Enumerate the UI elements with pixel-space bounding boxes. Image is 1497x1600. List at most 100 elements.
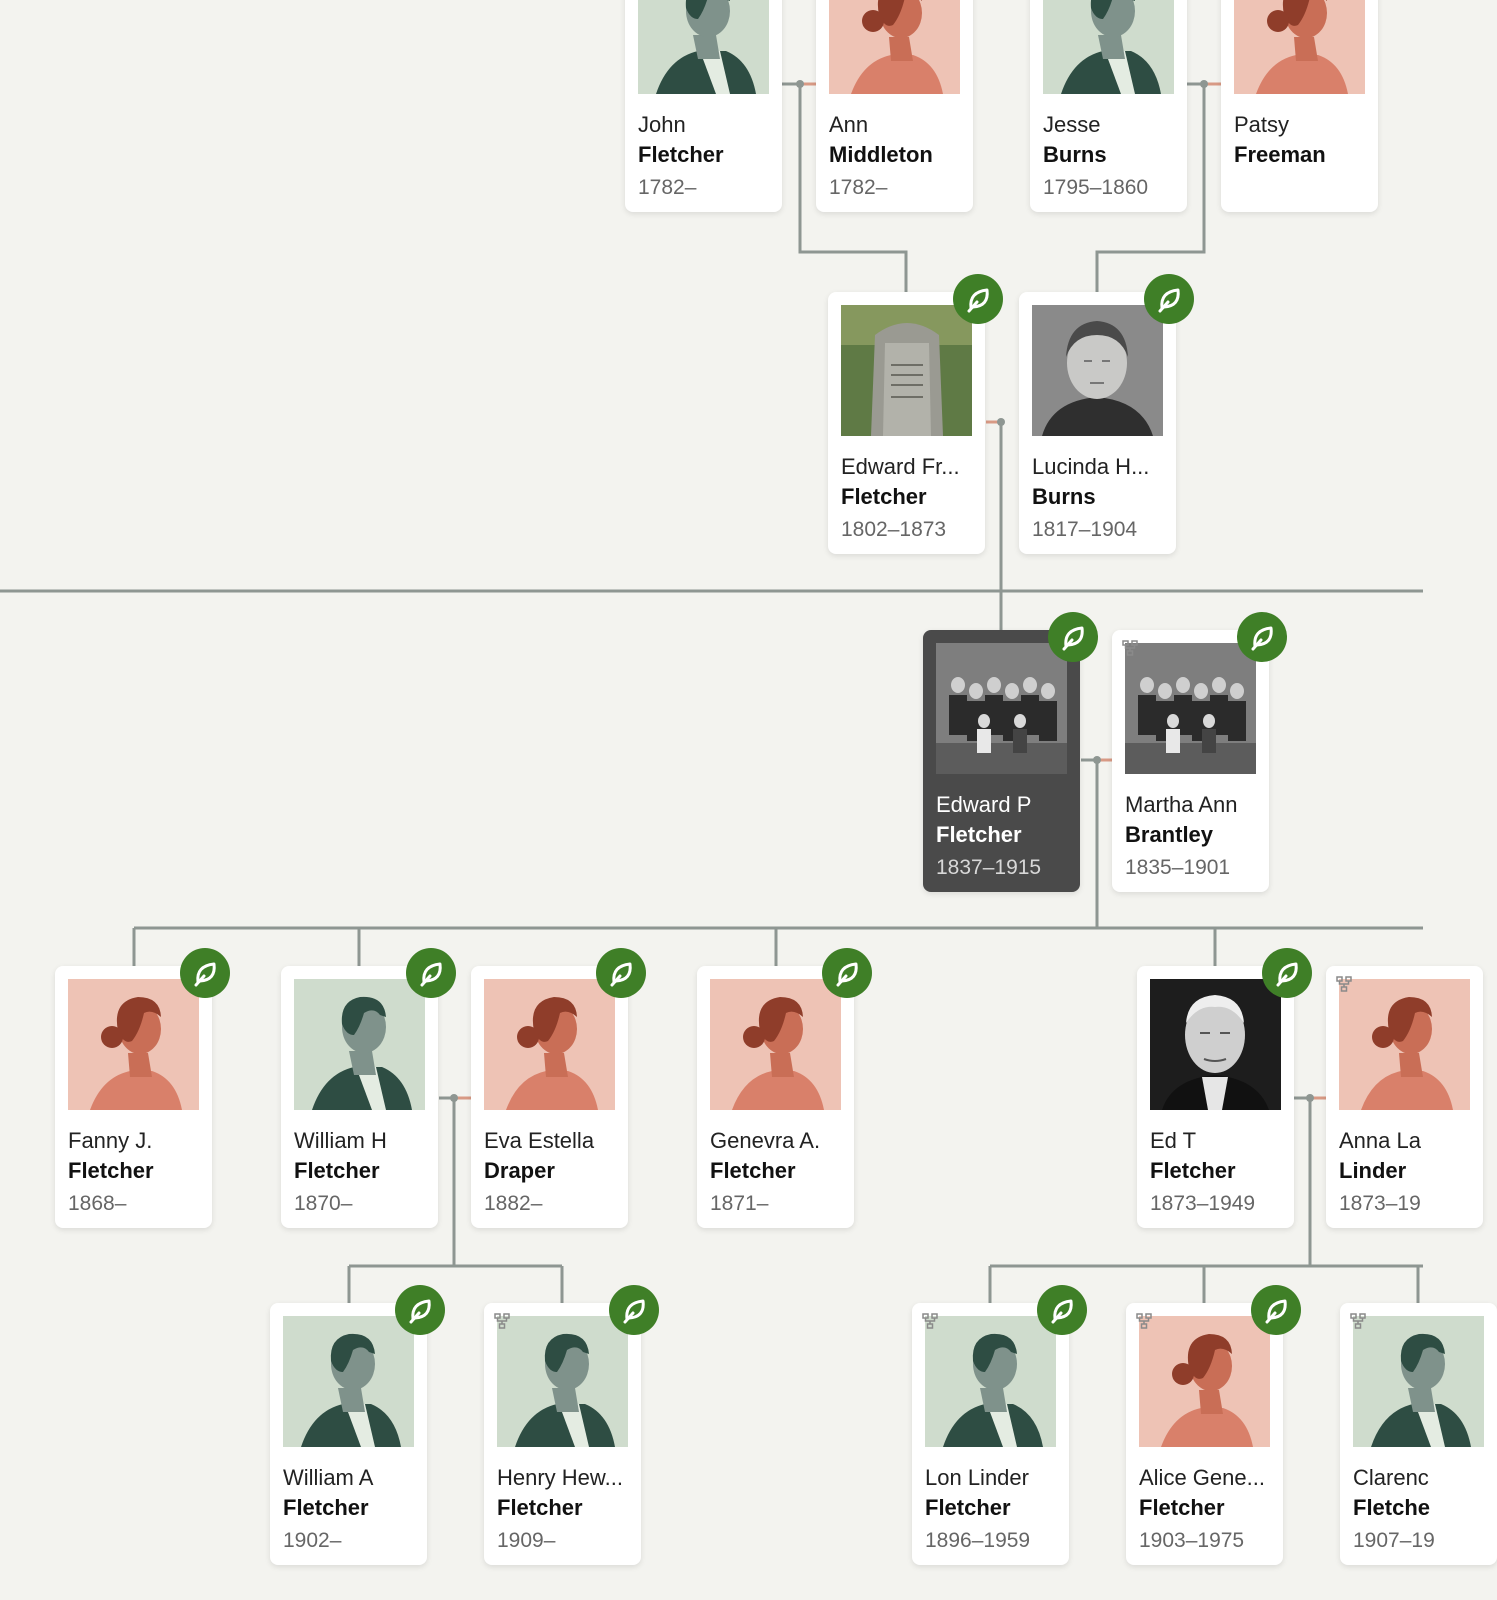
person-avatar[interactable]	[1150, 979, 1281, 1110]
leaf-icon	[1251, 626, 1273, 651]
hint-leaf-button[interactable]	[953, 274, 1003, 324]
female-silhouette-icon	[68, 979, 199, 1110]
family-tree-icon	[494, 1313, 510, 1329]
female-silhouette-icon	[710, 979, 841, 1110]
person-avatar[interactable]	[925, 1316, 1056, 1447]
family-tree-icon	[1122, 640, 1138, 656]
male-silhouette-icon	[1353, 1316, 1484, 1447]
leaf-icon	[420, 962, 442, 987]
leaf-icon	[967, 288, 989, 313]
person-life-years: 1902–	[283, 1529, 342, 1552]
person-card-edward-fr[interactable]: Edward Fr... Fletcher 1802–1873	[828, 274, 1003, 554]
hint-leaf-button[interactable]	[1037, 1285, 1087, 1335]
person-avatar[interactable]	[1043, 0, 1174, 94]
family-tree-icon	[922, 1313, 938, 1329]
person-life-years: 1903–1975	[1139, 1529, 1245, 1552]
person-surname: Fletcher	[638, 142, 724, 167]
hint-leaf-button[interactable]	[1262, 948, 1312, 998]
family-tree-icon	[1350, 1313, 1366, 1329]
person-surname: Fletcher	[68, 1158, 154, 1183]
family-tree-icon	[1136, 1313, 1152, 1329]
person-life-years: 1837–1915	[936, 856, 1042, 879]
hint-leaf-button[interactable]	[395, 1285, 445, 1335]
person-avatar[interactable]	[1139, 1316, 1270, 1447]
family-group-photo	[936, 643, 1067, 774]
person-surname: Fletcher	[925, 1495, 1011, 1520]
person-given-name: Eva Estella	[484, 1128, 595, 1153]
hint-leaf-button[interactable]	[1048, 612, 1098, 662]
hint-leaf-button[interactable]	[609, 1285, 659, 1335]
person-life-years: 1802–1873	[841, 518, 947, 541]
person-avatar[interactable]	[294, 979, 425, 1110]
person-surname: Freeman	[1234, 142, 1326, 167]
person-avatar[interactable]	[1125, 643, 1256, 774]
person-given-name: Jesse	[1043, 112, 1101, 137]
person-avatar[interactable]	[710, 979, 841, 1110]
leaf-icon	[1276, 962, 1298, 987]
family-tree-icon	[1336, 976, 1352, 992]
female-silhouette-icon	[1139, 1316, 1270, 1447]
person-life-years: 1795–1860	[1043, 176, 1149, 199]
leaf-icon	[409, 1299, 431, 1324]
person-surname: Fletcher	[841, 484, 927, 509]
person-avatar[interactable]	[484, 979, 615, 1110]
person-avatar[interactable]	[1339, 979, 1470, 1110]
female-silhouette-icon	[1339, 979, 1470, 1110]
person-avatar[interactable]	[829, 0, 960, 94]
person-life-years: 1782–	[638, 176, 697, 199]
person-avatar[interactable]	[1353, 1316, 1484, 1447]
headstone-photo	[841, 305, 972, 436]
person-surname: Fletche	[1353, 1495, 1431, 1520]
person-surname: Fletcher	[294, 1158, 380, 1183]
person-avatar[interactable]	[1032, 305, 1163, 436]
hint-leaf-button[interactable]	[1237, 612, 1287, 662]
person-life-years: 1782–	[829, 176, 888, 199]
person-life-years: 1817–1904	[1032, 518, 1138, 541]
hint-leaf-button[interactable]	[1251, 1285, 1301, 1335]
person-life-years: 1907–19	[1353, 1529, 1435, 1552]
family-tree-icon	[1350, 1313, 1366, 1329]
hint-leaf-button[interactable]	[822, 948, 872, 998]
person-avatar[interactable]	[841, 305, 972, 436]
person-avatar[interactable]	[68, 979, 199, 1110]
person-given-name: Patsy	[1234, 112, 1290, 137]
person-surname: Brantley	[1125, 822, 1214, 847]
person-given-name: Lucinda H...	[1032, 454, 1150, 479]
portrait-photo	[1150, 979, 1281, 1110]
leaf-icon	[1062, 626, 1084, 651]
hint-leaf-button[interactable]	[1144, 274, 1194, 324]
person-avatar[interactable]	[497, 1316, 628, 1447]
hint-leaf-button[interactable]	[180, 948, 230, 998]
person-avatar[interactable]	[638, 0, 769, 94]
person-given-name: Ed T	[1150, 1128, 1197, 1153]
male-silhouette-icon	[1043, 0, 1174, 94]
person-given-name: Edward Fr...	[841, 454, 960, 479]
leaf-icon	[1265, 1299, 1287, 1324]
person-avatar[interactable]	[1234, 0, 1365, 94]
family-group-photo	[1125, 643, 1256, 774]
person-given-name: Anna La	[1339, 1128, 1421, 1153]
hint-leaf-button[interactable]	[596, 948, 646, 998]
hint-leaf-button[interactable]	[406, 948, 456, 998]
person-avatar[interactable]	[283, 1316, 414, 1447]
person-avatar[interactable]	[936, 643, 1067, 774]
